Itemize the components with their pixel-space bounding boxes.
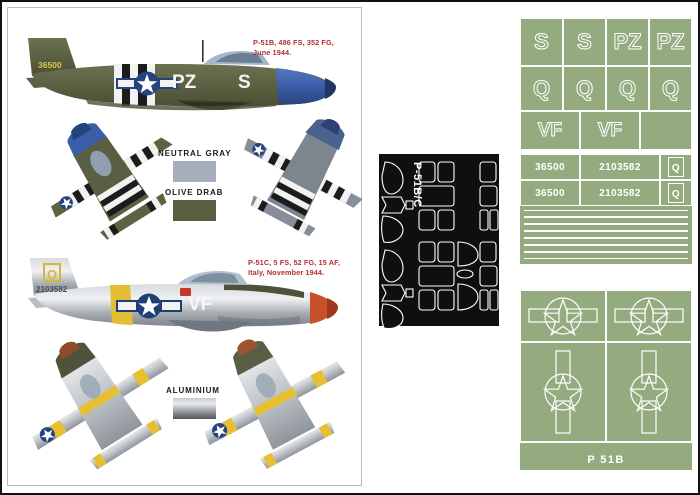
decal-cell-q-1[interactable]: Q [520, 66, 563, 111]
decal-glyph: VF [537, 119, 563, 141]
q-badge-box: Q [667, 183, 685, 203]
decal-divider [520, 442, 692, 443]
decal-glyph: Q [575, 75, 594, 101]
decal-glyph: Q [618, 75, 637, 101]
decal-cell-pz-1[interactable]: PZ [606, 18, 649, 66]
decal-badge-q-1[interactable]: Q [660, 154, 692, 180]
decal-serial-text: 2103582 [599, 161, 641, 173]
decal-letters-block: S S PZ PZ Q Q Q Q VF VF [520, 18, 692, 150]
decal-glyph: S [534, 29, 550, 55]
serial-36500: 36500 [38, 60, 62, 70]
decal-stripe[interactable] [524, 252, 688, 259]
decal-serial-a-1[interactable]: 36500 [520, 154, 580, 180]
decal-serial-text: 2103582 [599, 187, 641, 199]
decal-badge-text: Q [671, 189, 681, 200]
decal-star-bar-vertical-left[interactable] [520, 342, 606, 442]
decal-stripe[interactable] [524, 210, 688, 217]
tail-letter-q: Q [47, 267, 57, 282]
decal-stripe[interactable] [524, 217, 688, 224]
decal-glyph: S [577, 29, 593, 55]
decal-star-bar-vertical-right[interactable] [606, 342, 692, 442]
decal-glyph: PZ [656, 29, 685, 55]
profile-artwork-panel: PZ S 36500 [7, 7, 364, 486]
caption-p51c: P-51C, 5 FS, 52 FG, 15 AF, Italy, Novemb… [248, 258, 340, 277]
decal-serial-text: 36500 [535, 187, 565, 199]
swatch-olive-drab [173, 200, 216, 221]
aircraft-profile-p51c-side: VF Q 2103582 [28, 254, 348, 342]
serial-2103582: 2103582 [36, 285, 68, 294]
decal-badge-q-2[interactable]: Q [660, 180, 692, 206]
aircraft-profile-p51b-side: PZ S 36500 [26, 34, 346, 120]
decal-cell-s-2[interactable]: S [563, 18, 606, 66]
aircraft-plan-view-lower-surface [236, 116, 366, 246]
q-badge-box: Q [667, 157, 685, 177]
decal-cell-vf-2[interactable]: VF [580, 111, 640, 150]
code-vf: VF [188, 294, 212, 315]
decal-insignia-block: P 51B [520, 290, 692, 470]
decal-stripe[interactable] [524, 231, 688, 238]
aircraft-plan-view-silver-right [194, 338, 364, 478]
decal-stripe[interactable] [524, 245, 688, 252]
decal-badge-text: Q [671, 163, 681, 174]
aircraft-plan-view-upper-surface [38, 118, 188, 248]
code-pz: PZ [172, 72, 197, 93]
code-s: S [238, 72, 251, 93]
caption-p51b: P-51B, 486 FS, 352 FG, June 1944. [253, 38, 334, 57]
decal-star-bar-horizontal-right[interactable] [606, 290, 692, 342]
decal-stripe[interactable] [524, 238, 688, 245]
decal-cell-pz-2[interactable]: PZ [649, 18, 692, 66]
decal-glyph: Q [661, 75, 680, 101]
decal-glyph: Q [532, 75, 551, 101]
decal-serial-b-2[interactable]: 2103582 [580, 180, 660, 206]
mask-panel-title: P-51B/C [411, 162, 423, 208]
decal-cell-q-4[interactable]: Q [649, 66, 692, 111]
swatch-label-neutral-gray: NEUTRAL GRAY [158, 149, 232, 158]
swatch-label-olive-drab: OLIVE DRAB [165, 188, 224, 197]
decal-cell-vf-1[interactable]: VF [520, 111, 580, 150]
decal-serial-a-2[interactable]: 36500 [520, 180, 580, 206]
decal-cell-blank[interactable] [640, 111, 692, 150]
decal-cell-q-2[interactable]: Q [563, 66, 606, 111]
decal-stripe[interactable] [524, 224, 688, 231]
decal-cell-q-3[interactable]: Q [606, 66, 649, 111]
decal-serials-block: 36500 2103582 Q 36500 2103582 Q [520, 154, 692, 264]
decal-glyph: VF [597, 119, 623, 141]
canopy-mask-panel: P-51B/C [379, 154, 499, 330]
aircraft-plan-view-silver-left [20, 338, 190, 478]
swatch-aluminium [173, 398, 216, 419]
swatch-neutral-gray [173, 161, 216, 182]
decal-star-bar-horizontal-left[interactable] [520, 290, 606, 342]
decal-serial-text: 36500 [535, 161, 565, 173]
decal-glyph: PZ [613, 29, 642, 55]
swatch-label-aluminium: ALUMINIUM [166, 386, 220, 395]
decal-serial-b-1[interactable]: 2103582 [580, 154, 660, 180]
decal-cell-s-1[interactable]: S [520, 18, 563, 66]
decal-footer-label: P 51B [587, 454, 625, 466]
